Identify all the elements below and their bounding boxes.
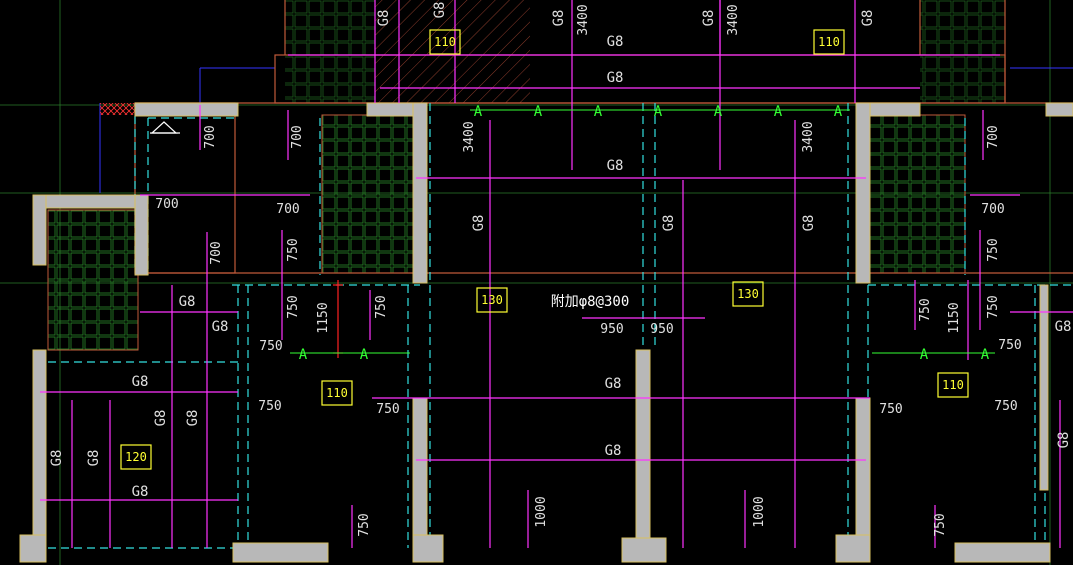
rebar-label: G8 [607, 70, 624, 86]
dimension-label: 1150 [316, 302, 331, 333]
dimension-label: 700 [155, 197, 178, 212]
axis-marker: A [834, 104, 843, 120]
tiled-zones [47, 114, 966, 351]
slab-thickness-text: 110 [942, 378, 964, 392]
axis-markers: A A A A A A A A A A A [299, 104, 990, 363]
dimension-label: 750 [879, 402, 902, 417]
slab-thickness-labels: 110 110 130 130 110 110 120 [120, 29, 969, 470]
axis-marker: A [534, 104, 543, 120]
rebar-label: G8 [605, 443, 622, 459]
dimension-label: 750 [986, 238, 1001, 261]
slab-thickness-text: 110 [326, 386, 348, 400]
slab-thickness-text: 110 [818, 35, 840, 49]
dimension-label: 750 [286, 295, 301, 318]
dimension-label: 3400 [726, 4, 741, 35]
dimension-label: 700 [203, 125, 218, 148]
rebar-label: G8 [153, 410, 169, 427]
dimension-label: 700 [981, 202, 1004, 217]
slab-thickness-label: 110 [321, 380, 353, 406]
rebar-label: G8 [1055, 319, 1072, 335]
rebar-label: G8 [86, 450, 102, 467]
slab-thickness-label: 110 [429, 29, 461, 55]
dimension-label: 700 [209, 241, 224, 264]
dimension-label: 3400 [576, 4, 591, 35]
rebar-label: G8 [132, 374, 149, 390]
dimension-label: 700 [276, 202, 299, 217]
dimension-label: 700 [986, 125, 1001, 148]
elevation-marker-icon [150, 121, 178, 134]
dimension-label: 750 [374, 295, 389, 318]
dimension-labels-horizontal: 700 700 700 750 750 750 750 750 750 950 950 [155, 197, 1021, 417]
axis-marker: A [920, 347, 929, 363]
rebar-label: G8 [376, 10, 392, 27]
rebar-label: G8 [551, 10, 567, 27]
rebar-label: G8 [471, 215, 487, 232]
slab-thickness-text: 130 [737, 287, 759, 301]
rebar-label: G8 [605, 376, 622, 392]
axis-marker: A [360, 347, 369, 363]
dimension-labels-vertical: 3400 3400 3400 3400 700 700 700 700 750 750 750 750… [203, 4, 1001, 536]
dimension-label: 750 [259, 339, 282, 354]
dimension-label: 750 [258, 399, 281, 414]
dimension-label: 750 [998, 338, 1021, 353]
dimension-label: 750 [376, 402, 399, 417]
dimension-label: 750 [994, 399, 1017, 414]
dimension-label: 700 [290, 125, 305, 148]
dimension-label: 1150 [947, 302, 962, 333]
dimension-label: 750 [357, 513, 372, 536]
additional-rebar-note: 附加φ8@300 [551, 294, 630, 310]
axis-marker: A [654, 104, 663, 120]
rebar-label: G8 [1056, 432, 1072, 449]
rebar-label: G8 [179, 294, 196, 310]
slab-thickness-text: 110 [434, 35, 456, 49]
axis-marker: A [594, 104, 603, 120]
dimension-label: 950 [600, 322, 623, 337]
axis-marker: A [774, 104, 783, 120]
rebar-lines [40, 0, 1073, 548]
dimension-label: 1000 [534, 496, 549, 527]
rebar-label: G8 [661, 215, 677, 232]
slab-thickness-text: 130 [481, 293, 503, 307]
dimension-label: 750 [933, 513, 948, 536]
rebar-label: G8 [860, 10, 876, 27]
slab-thickness-label: 110 [937, 372, 969, 398]
rebar-label: G8 [801, 215, 817, 232]
dimension-label: 950 [650, 322, 673, 337]
hatched-zones [100, 0, 1005, 115]
slab-thickness-label: 130 [732, 281, 764, 307]
rebar-label: G8 [607, 158, 624, 174]
dimension-label: 3400 [462, 121, 477, 152]
rebar-label: G8 [49, 450, 65, 467]
slab-thickness-label: 110 [813, 29, 845, 55]
dimension-label: 750 [918, 298, 933, 321]
dimension-label: 750 [986, 295, 1001, 318]
rebar-label: G8 [432, 2, 448, 19]
red-dimension [333, 280, 343, 358]
dimension-label: 3400 [801, 121, 816, 152]
dimension-label: 750 [286, 238, 301, 261]
rebar-label: G8 [185, 410, 201, 427]
axis-lines [290, 109, 995, 354]
dimension-label: 1000 [752, 496, 767, 527]
axis-marker: A [981, 347, 990, 363]
rebar-label: G8 [607, 34, 624, 50]
slab-thickness-text: 120 [125, 450, 147, 464]
axis-marker: A [299, 347, 308, 363]
rebar-label: G8 [701, 10, 717, 27]
blue-reference-lines [99, 67, 1073, 193]
axis-marker: A [714, 104, 723, 120]
rebar-label: G8 [132, 484, 149, 500]
slab-thickness-label: 130 [476, 287, 508, 313]
axis-marker: A [474, 104, 483, 120]
slab-thickness-label: 120 [120, 444, 152, 470]
rebar-label: G8 [212, 319, 229, 335]
